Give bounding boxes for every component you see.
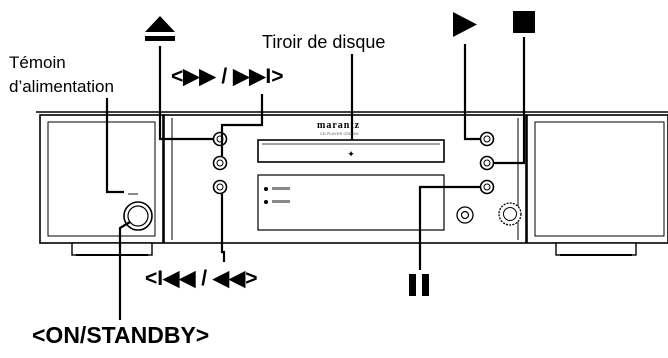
power-indicator-leader xyxy=(105,98,124,194)
left-foot xyxy=(71,242,153,256)
forward-skip-label: <▶▶ / ▶▶I> xyxy=(171,65,284,88)
indicator-text-2 xyxy=(272,200,290,203)
standby-led-text xyxy=(128,193,138,195)
open-close-button xyxy=(212,131,228,147)
volume-knob xyxy=(498,202,522,226)
disc-tray-label: Tiroir de disque xyxy=(262,32,386,52)
play-button xyxy=(479,131,495,147)
stop-leader xyxy=(494,37,526,165)
disc-tray: ✦ xyxy=(257,139,445,163)
standby-leader xyxy=(118,221,131,320)
brand-logo: marantz xyxy=(317,120,361,131)
power-indicator-label-line1: Témoin xyxy=(9,53,66,72)
on-standby-label: <ON/STANDBY> xyxy=(32,322,210,348)
skip-forward-button xyxy=(212,155,228,171)
indicator-dot-1 xyxy=(264,187,268,191)
pause-leader xyxy=(418,185,480,270)
back-skip-label: <I◀◀ / ◀◀> xyxy=(145,267,258,290)
right-side-panel xyxy=(526,114,668,244)
stop-icon xyxy=(513,11,535,33)
pause-button xyxy=(479,179,495,195)
model-line: CD PLAYER CD6004 xyxy=(320,131,359,136)
skip-back-button xyxy=(212,179,228,195)
indicator-text-1 xyxy=(272,187,290,190)
back-leader xyxy=(220,194,226,262)
power-button xyxy=(123,201,153,231)
svg-text:✦: ✦ xyxy=(347,150,355,160)
forward-leader xyxy=(220,94,264,156)
play-icon xyxy=(453,12,477,37)
eject-icon xyxy=(145,16,175,41)
right-foot xyxy=(555,242,637,256)
pause-icon xyxy=(409,274,429,296)
stop-button xyxy=(479,155,495,171)
power-indicator-label-line2: d’alimentation xyxy=(9,77,114,96)
eject-leader xyxy=(158,46,213,141)
play-leader xyxy=(463,44,480,141)
headphone-jack xyxy=(456,206,474,224)
display-window xyxy=(257,174,445,231)
indicator-dot-2 xyxy=(264,200,268,204)
